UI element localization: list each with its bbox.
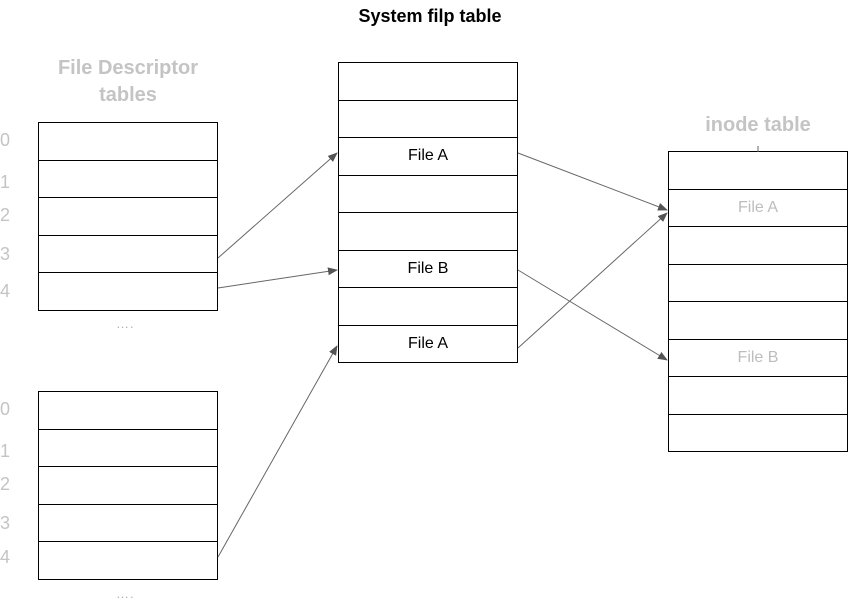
fd-table-1	[38, 122, 218, 311]
fd-table-2-index-3: 3	[0, 513, 11, 533]
filp-row-2: File A	[338, 138, 518, 176]
inode-table: File A File B	[668, 151, 848, 452]
fd-table-1-row-3	[38, 235, 218, 273]
arrow-filp-file-a-to-inode-file-a	[517, 152, 668, 211]
arrow-filp-file-a2-to-inode-file-a	[517, 212, 668, 349]
fd-table-2-row-2	[38, 467, 218, 505]
fd-table-2-row-4	[38, 542, 218, 580]
fd-table-2-index-2: 2	[0, 474, 11, 494]
filp-row-1	[338, 100, 518, 138]
inode-row-1: File A	[668, 189, 848, 227]
filp-row-5: File B	[338, 250, 518, 288]
filp-row-3	[338, 175, 518, 213]
fd-heading-line1: File Descriptor	[57, 57, 199, 79]
inode-row-5: File B	[668, 339, 848, 377]
inode-table-heading: inode table	[705, 114, 811, 136]
inode-row-2	[668, 227, 848, 265]
fd-table-1-index-0: 0	[0, 130, 11, 150]
fd-table-2-index-4: 4	[0, 547, 11, 567]
filp-row-0	[338, 63, 518, 101]
inode-row-6	[668, 377, 848, 415]
filp-row-7: File A	[338, 325, 518, 363]
fd-table-1-index-4: 4	[0, 281, 11, 301]
fd-tables-heading: File Descriptor tables	[30, 55, 226, 109]
fd-table-1-row-1	[38, 160, 218, 198]
fd-table-2-row-3	[38, 504, 218, 542]
fd-table-2-row-1	[38, 429, 218, 467]
inode-row-3	[668, 264, 848, 302]
arrow-fd2-4-to-filp-file-a	[217, 345, 338, 558]
fd-table-1-index-1: 1	[0, 172, 11, 192]
arrow-fd1-3-to-filp-file-a	[217, 152, 338, 259]
arrow-fd1-4-to-filp-file-b	[217, 267, 338, 289]
fd-table-2-index-0: 0	[0, 399, 11, 419]
fd-table-2-ellipsis: ….	[116, 586, 135, 601]
arrow-filp-file-b-to-inode-file-b	[517, 269, 668, 361]
fd-table-1-ellipsis: ….	[116, 316, 135, 331]
fd-table-1-row-0	[38, 123, 218, 161]
filp-row-4	[338, 213, 518, 251]
fd-table-1-index-3: 3	[0, 244, 11, 264]
fd-table-2-row-0	[38, 392, 218, 430]
inode-row-7	[668, 414, 848, 452]
filp-row-6	[338, 288, 518, 326]
fd-table-2-index-1: 1	[0, 441, 11, 461]
diagram-title: System filp table	[358, 6, 502, 26]
fd-table-1-row-4	[38, 273, 218, 311]
fd-table-1-row-2	[38, 198, 218, 236]
fd-table-2	[38, 391, 218, 580]
fd-heading-line2: tables	[99, 84, 157, 106]
inode-row-4	[668, 302, 848, 340]
fd-table-1-index-2: 2	[0, 205, 11, 225]
inode-row-0	[668, 152, 848, 190]
system-filp-table: File A File B File A	[338, 62, 518, 363]
